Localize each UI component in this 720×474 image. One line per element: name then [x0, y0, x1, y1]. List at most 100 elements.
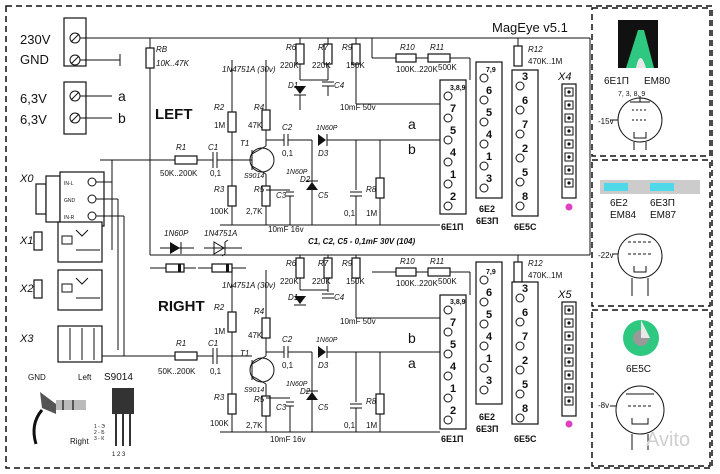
label-230v: 230V — [20, 32, 51, 47]
right-label-a: a — [408, 355, 416, 371]
transistor-pin-1: 1 - Э — [94, 424, 105, 430]
r11-value-l: 500K — [438, 63, 457, 72]
left-tube3-pin-dot — [515, 81, 525, 91]
left-tube1-pin-dot — [443, 135, 453, 145]
left-tube2-pin-label: 4 — [486, 129, 493, 141]
x5-header-pin-hole — [567, 360, 571, 364]
transistor-illustration — [112, 388, 134, 446]
r8-value-l: 1M — [366, 209, 377, 218]
x5-header-pin-hole — [567, 347, 571, 351]
left-tube2-name-b: 6E3П — [476, 216, 498, 226]
x4-label: X4 — [557, 71, 571, 83]
r10-value-l: 100K..220K — [396, 65, 438, 74]
r4-label-r: R4 — [254, 307, 265, 316]
tube-panel-3 — [591, 309, 711, 467]
left-tube2-pin-dot — [479, 73, 489, 83]
left-tube2-pin-label: 5 — [486, 107, 492, 119]
r12-label-r: R12 — [528, 259, 543, 268]
x4-header-pin-hole — [567, 103, 571, 107]
x4-pins — [564, 87, 574, 188]
outer-dashed-border — [5, 5, 713, 469]
left-tube3-pin-label: 3 — [522, 71, 528, 83]
r3-label-r: R3 — [214, 393, 225, 402]
left-tube3-pin-label: 5 — [522, 167, 528, 179]
panel2-name-b: 6E3П — [650, 198, 675, 209]
left-tube1-pin-label: 4 — [450, 147, 457, 159]
left-tube2-name-a: 6E2 — [479, 204, 495, 214]
right-tube3-pin-dot — [515, 413, 525, 423]
d3-label-r: D3 — [318, 361, 329, 370]
x3-label: X3 — [19, 333, 34, 345]
left-tube1-pin-dot — [443, 113, 453, 123]
left-tube3-pin-dot — [515, 177, 525, 187]
left-tube-sockets — [439, 61, 539, 217]
right-tube1-pin-label: 7 — [450, 317, 456, 329]
r8-label-r: R8 — [366, 397, 377, 406]
x5-pins — [564, 305, 574, 406]
right-channel-circuit — [100, 255, 523, 433]
left-tube3-pin-label: 6 — [522, 95, 528, 107]
r10-label-r: R10 — [400, 257, 415, 266]
left-label-b: b — [408, 141, 416, 157]
r7-label-l: R7 — [318, 43, 329, 52]
d2-diode-l: 1N60P — [286, 169, 308, 176]
right-tube3-pin-label: 2 — [522, 355, 528, 367]
right-tube2-pin-dot — [479, 363, 489, 373]
right-tube2-pin-dot — [479, 341, 489, 351]
r9-value-l: 150K — [346, 61, 365, 70]
r1-value-l: 50K..200K — [160, 169, 198, 178]
right-tube1-pin-dot — [443, 371, 453, 381]
r11-label-l: R11 — [430, 43, 444, 52]
right-tube1-name: 6E1П — [441, 434, 463, 444]
label-6v3-a: 6,3V — [20, 91, 47, 106]
right-tube1-pin-label: 5 — [450, 339, 456, 351]
right-tube1-pin-dot — [443, 415, 453, 425]
c2-label-r: C2 — [282, 335, 293, 344]
right-tube1-pin-dot — [443, 393, 453, 403]
left-tube1-pin-label: 2 — [450, 191, 456, 203]
right-tube2-name-b: 6E3П — [476, 424, 498, 434]
right-tube3-name: 6E5C — [514, 434, 537, 444]
r1-label-r: R1 — [176, 339, 186, 348]
em84-glow-indicator — [600, 180, 700, 194]
r10-value-r: 100K..220K — [396, 279, 438, 288]
left-tube2-pin-label: 1 — [486, 151, 492, 163]
t1-type-l: S9014 — [244, 173, 264, 180]
transistor-pin-2: 2 - Б — [94, 430, 105, 436]
d2-label-l: D2 — [300, 175, 311, 184]
left-tube1-pin-dot — [443, 201, 453, 211]
x0-pin-in-r: IN-R — [64, 215, 75, 221]
zener-label-l: 1N4751A (30v) — [222, 65, 276, 74]
left-channel-circuit — [100, 38, 523, 226]
right-tube3-pin-label: 5 — [522, 379, 528, 391]
x4-header-pin-hole — [567, 142, 571, 146]
c4-label-r: C4 — [334, 293, 345, 302]
tube-panel-2 — [591, 159, 711, 307]
right-label-b: b — [408, 330, 416, 346]
d2-label-r: D2 — [300, 387, 311, 396]
x4-header-pin-hole — [567, 90, 571, 94]
x5-header-pin-hole — [567, 308, 571, 312]
r3-label-l: R3 — [214, 185, 225, 194]
tube-diagram-6e5c — [610, 385, 665, 450]
r8-label-l: R8 — [366, 185, 377, 194]
panel3-name: 6E5C — [626, 364, 651, 375]
c5-label-l: C5 — [318, 191, 329, 200]
x0-pin-gnd: GND — [64, 198, 76, 204]
x1-jack — [33, 221, 103, 263]
c4-label-l: C4 — [334, 81, 345, 90]
r5-value-r: 2,7K — [246, 421, 263, 430]
r7-value-r: 220K — [312, 277, 331, 286]
x5-header-pin-hole — [567, 373, 571, 377]
d1-label-l: D1 — [288, 81, 298, 90]
right-tube3-pin-label: 3 — [522, 283, 528, 295]
right-tube1-pin-label: 3,8,9 — [450, 299, 466, 306]
panel3-voltage: -8v — [598, 401, 609, 410]
label-b: b — [118, 110, 126, 126]
right-tube1-pin-dot — [443, 305, 453, 315]
transistor-legs: 1 2 3 — [112, 452, 126, 458]
x5-label: X5 — [557, 289, 572, 301]
